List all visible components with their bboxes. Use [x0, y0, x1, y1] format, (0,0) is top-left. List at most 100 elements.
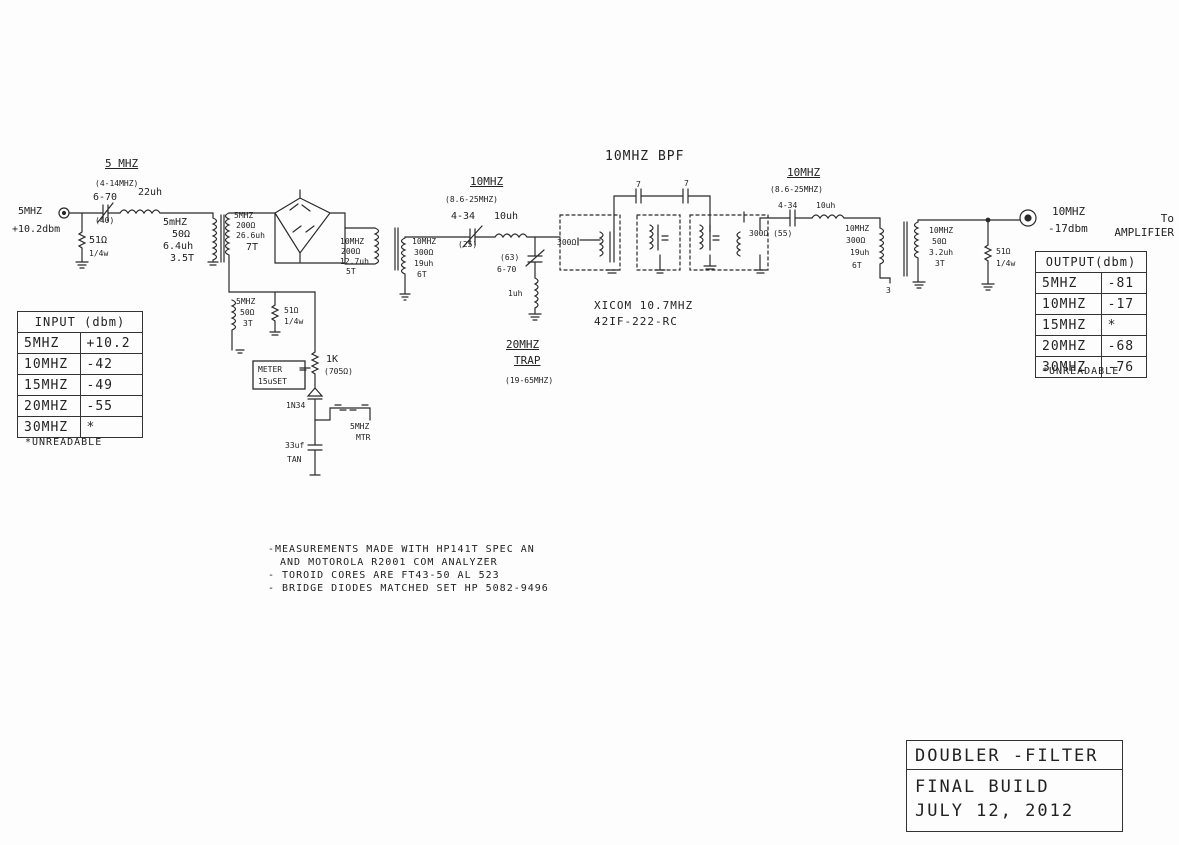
title-block-subtitle: FINAL BUILD — [915, 777, 1050, 797]
output-level-cell: -68 — [1100, 335, 1148, 357]
xfmr1-core — [220, 214, 225, 263]
output-freq-label: 10MHZ — [1052, 205, 1086, 218]
output-level-cell: -17 — [1100, 293, 1148, 315]
output-freq-cell: 15MHZ — [1035, 314, 1102, 336]
bridge-xfmr-freq: 5MHZ — [234, 211, 254, 220]
pot-1k — [299, 351, 320, 389]
sample-res-power: 1/4w — [284, 317, 304, 326]
xfmr4-coil — [912, 219, 1021, 289]
table-row: 15MHZ* — [1035, 314, 1148, 336]
notes-block: -MEASUREMENTS MADE WITH HP141T SPEC AN A… — [268, 543, 549, 595]
xfmr4-imp: 50Ω — [932, 237, 947, 246]
output-freq-cell: 20MHZ — [1035, 335, 1102, 357]
meter-label: METER — [258, 365, 283, 374]
output-table-header: OUTPUT(dbm) — [1035, 251, 1147, 273]
pot-value: 1K — [326, 354, 339, 365]
stage3-inductor — [811, 214, 881, 220]
output-level-cell: -76 — [1100, 356, 1148, 378]
xfmr2-ind: 19uh — [414, 259, 434, 268]
sample-xfmr-turns: 3T — [243, 319, 253, 328]
input-freq-cell: 30MHZ — [17, 416, 81, 438]
stage2-ind-value: 10uh — [494, 211, 519, 222]
xfmr2-freq: 10MHZ — [412, 237, 437, 246]
bridge-xfmr-turns: 7T — [246, 242, 259, 253]
stage1-inductor — [119, 209, 214, 215]
table-row: 10MHZ-42 — [17, 353, 143, 375]
stage1-capacitor — [97, 202, 121, 223]
input-freq-cell: 15MHZ — [17, 374, 81, 396]
trap-cap-value: 6-70 — [497, 265, 517, 274]
output-freq-cell: 30MHZ — [1035, 356, 1102, 378]
diode-label: 1N34 — [286, 401, 306, 410]
xfmr3-freq: 10MHZ — [845, 224, 870, 233]
output-freq-cell: 10MHZ — [1035, 293, 1102, 315]
xfmr3-coil — [878, 217, 891, 284]
metering-branch — [228, 261, 316, 354]
xfmr1-primary — [207, 212, 219, 266]
note-line: - BRIDGE DIODES MATCHED SET HP 5082-9496 — [268, 583, 549, 594]
trap-title: 20MHZ — [506, 338, 540, 351]
xfmr1-freq: 5mHZ — [163, 217, 188, 228]
bpf-box-2 — [636, 214, 681, 271]
xfmr4-turns: 3T — [935, 259, 945, 268]
input-resistor — [75, 212, 89, 269]
title-block-title: DOUBLER -FILTER — [915, 746, 1099, 766]
output-res-value: 51Ω — [996, 247, 1011, 256]
sample-xfmr-freq: 5MHZ — [236, 297, 256, 306]
output-freq-cell: 5MHZ — [1035, 272, 1102, 294]
tan-cap-type: TAN — [287, 455, 302, 464]
xfmr1-imp: 50Ω — [172, 229, 191, 240]
input-freq-cell: 10MHZ — [17, 353, 81, 375]
stage2-cap-setting: (25) — [458, 240, 478, 249]
stage2-capacitor — [462, 225, 496, 248]
title-block-divider — [907, 769, 1122, 770]
trap-cap-setting: (63) — [500, 253, 520, 262]
table-row: 5MHZ-81 — [1035, 272, 1148, 294]
diode-1n34 — [306, 387, 371, 421]
stage3-capacitor — [789, 209, 813, 227]
trap-branch — [525, 236, 545, 321]
stage1-range: (4-14MHZ) — [95, 179, 139, 188]
table-row: 20MHZ-55 — [17, 395, 143, 417]
note-line: - TOROID CORES ARE FT43-50 AL 523 — [268, 570, 500, 581]
stage3-cap-value: 4-34 — [778, 201, 798, 210]
meter-box — [252, 360, 306, 390]
input-measurement-table: INPUT (dbm) 5MHZ+10.2 10MHZ-42 15MHZ-49 … — [17, 311, 143, 438]
sample-xfmr-imp: 50Ω — [240, 308, 255, 317]
stage1-res-power: 1/4w — [89, 249, 109, 258]
bridge-xfmr-coil — [224, 212, 276, 263]
title-block: DOUBLER -FILTER FINAL BUILD JULY 12, 201… — [906, 740, 1123, 832]
table-row: 30MHZ-76 — [1035, 356, 1148, 378]
note-line: AND MOTOROLA R2001 COM ANALYZER — [280, 557, 498, 568]
xfmr2-imp: 300Ω — [414, 248, 434, 257]
bridge-out-coil — [344, 227, 380, 265]
input-level-label: +10.2dbm — [12, 224, 61, 235]
tan-cap-value: 33uf — [285, 441, 305, 450]
stage2-range: (8.6-25MHZ) — [445, 195, 498, 204]
stage1-cap-value: 6-70 — [93, 192, 118, 203]
bpf-box-1 — [559, 214, 621, 271]
bridge-out-ind: 12.7uh — [340, 257, 369, 266]
bridge-xfmr-imp: 200Ω — [236, 221, 256, 230]
input-table-header: INPUT (dbm) — [17, 311, 143, 333]
bpf-output-imp: 300Ω (55) — [749, 229, 793, 238]
bpf-input-imp: 300Ω — [557, 238, 577, 247]
bridge-out-turns: 5T — [346, 267, 356, 276]
tan-capacitor — [307, 419, 323, 476]
stage1-res-value: 51Ω — [89, 235, 108, 246]
stage1-title: 5 MHZ — [105, 157, 139, 170]
output-level-cell: * — [1100, 314, 1148, 336]
xfmr1-ind: 6.4uh — [163, 241, 194, 252]
bpf-cap2: 7 — [684, 179, 689, 188]
xfmr2-turns: 6T — [417, 270, 427, 279]
xfmr3-ind: 19uh — [850, 248, 870, 257]
mtr-label: MTR — [356, 433, 371, 442]
table-row: 10MHZ-17 — [1035, 293, 1148, 315]
output-level-cell: -81 — [1100, 272, 1148, 294]
pot-setting: (705Ω) — [324, 367, 353, 376]
input-level-cell: * — [79, 416, 143, 438]
bpf-part-number: 42IF-222-RC — [594, 315, 678, 328]
output-connector — [1019, 209, 1037, 227]
output-table-footnote: *UNREADABLE — [1042, 366, 1120, 377]
